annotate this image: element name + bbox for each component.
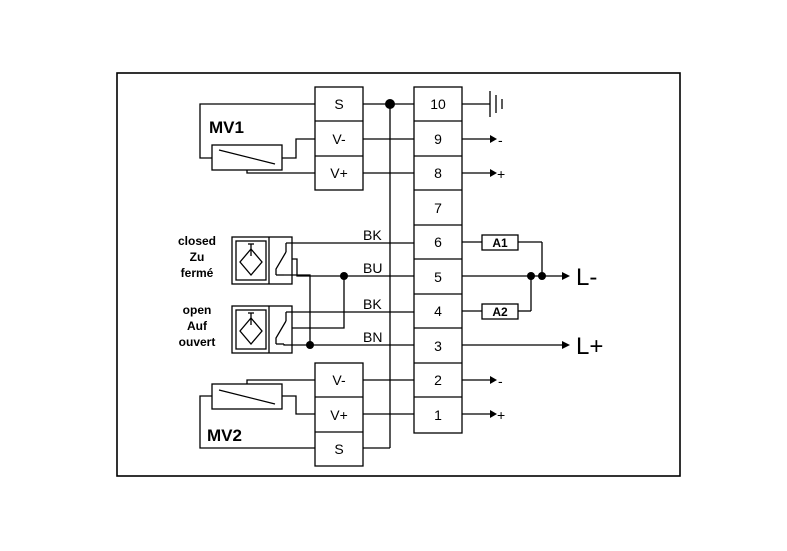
sensor-closed-line-3: fermé xyxy=(181,266,214,280)
terminal-7: 7 xyxy=(434,200,442,216)
mv2-pin-s: S xyxy=(334,441,343,457)
a1-label: A1 xyxy=(492,236,508,250)
terminal-1-polarity: + xyxy=(497,407,505,423)
sensor-open-line-2: Auf xyxy=(187,319,208,333)
proximity-sensor-icon: I xyxy=(235,309,267,350)
terminal-strip-frame xyxy=(413,86,463,434)
mv2-pin-vplus: V+ xyxy=(330,407,348,423)
terminal-8: 8 xyxy=(434,165,442,181)
proximity-sensor-icon: I xyxy=(235,240,267,281)
wire-label-bu: BU xyxy=(363,260,382,276)
wire-label-bk-1: BK xyxy=(363,227,382,243)
l-plus-label: L+ xyxy=(576,333,603,360)
wire-label-bn: BN xyxy=(363,329,382,345)
mv2-label: MV2 xyxy=(207,426,242,445)
mv1-pin-s: S xyxy=(334,96,343,112)
sensor-open-line-3: ouvert xyxy=(179,335,216,349)
terminal-9-polarity: - xyxy=(498,132,503,148)
terminal-6: 6 xyxy=(434,234,442,250)
terminal-5: 5 xyxy=(434,269,442,285)
sensor-wiring: BK BU BK BN xyxy=(283,227,414,349)
wire-label-bk-2: BK xyxy=(363,296,382,312)
l-minus-label: L- xyxy=(576,264,597,291)
mv1-pin-vminus: V- xyxy=(332,131,346,147)
mv1-connector xyxy=(314,86,364,191)
sensor-closed: closed Zu fermé I xyxy=(178,234,293,285)
terminal-4: 4 xyxy=(434,303,442,319)
sensor-closed-line-1: closed xyxy=(178,234,216,248)
terminal-9: 9 xyxy=(434,131,442,147)
mv2-valve: V- V+ S MV2 xyxy=(199,362,414,467)
output-connections: - + A1 L- A2 L+ - + xyxy=(462,91,603,423)
terminal-3: 3 xyxy=(434,338,442,354)
mv2-pin-vminus: V- xyxy=(332,372,346,388)
sensor-open: open Auf ouvert I xyxy=(179,303,293,354)
ground-icon xyxy=(489,91,503,117)
terminal-8-polarity: + xyxy=(497,166,505,182)
terminal-2-polarity: - xyxy=(498,373,503,389)
sensor-open-line-1: open xyxy=(183,303,212,317)
a2-label: A2 xyxy=(492,305,508,319)
mv1-valve: S V- V+ MV1 xyxy=(199,86,414,191)
diagram-frame xyxy=(116,72,681,477)
mv1-pin-vplus: V+ xyxy=(330,165,348,181)
terminal-10: 10 xyxy=(430,96,446,112)
terminal-2: 2 xyxy=(434,372,442,388)
sensor-closed-line-2: Zu xyxy=(190,250,205,264)
terminal-1: 1 xyxy=(434,407,442,423)
terminal-strip: 10 9 8 7 6 5 4 3 2 1 xyxy=(413,86,463,434)
mv1-label: MV1 xyxy=(209,118,244,137)
